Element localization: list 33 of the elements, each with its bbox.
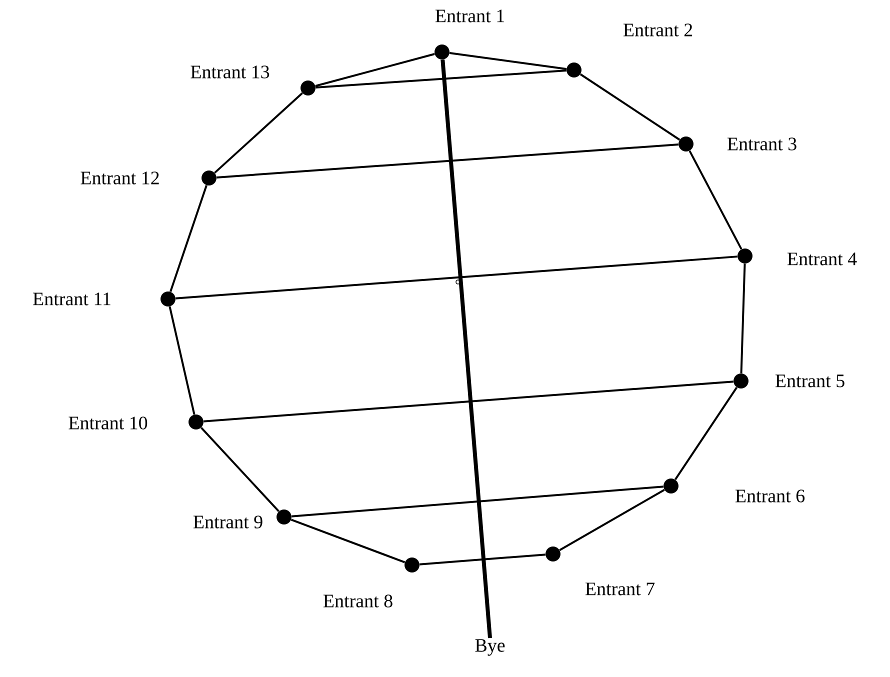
entrant-label: Entrant 3 — [727, 138, 796, 150]
line — [214, 92, 303, 174]
line — [440, 60, 492, 638]
line — [168, 306, 196, 415]
line — [559, 488, 665, 552]
line — [176, 256, 738, 300]
entrant-label: Entrant 12 — [80, 172, 159, 184]
line — [216, 144, 678, 178]
line — [315, 53, 435, 87]
entrant-label: Entrant 2 — [623, 24, 692, 36]
line — [204, 380, 734, 422]
line — [688, 150, 742, 250]
entrant-label: Entrant 1 — [435, 10, 504, 22]
entrant-label: Entrant 5 — [775, 374, 844, 388]
entrant-label: Entrant 13 — [190, 66, 270, 78]
line — [316, 70, 566, 88]
entrant-label: Entrant 10 — [68, 416, 148, 430]
entrant-label: Entrant 6 — [735, 490, 805, 502]
entrant-label: Entrant 9 — [193, 516, 262, 528]
entrant-label: Entrant 11 — [33, 292, 110, 306]
entrant-label: Entrant 4 — [787, 252, 857, 266]
line — [292, 486, 664, 518]
line — [450, 52, 567, 70]
bye-label: Bye — [475, 639, 505, 656]
line — [580, 73, 680, 141]
entrant-label: Entrant 7 — [585, 582, 655, 596]
line — [420, 554, 546, 566]
line — [674, 386, 738, 480]
line — [200, 426, 280, 512]
line — [290, 518, 406, 564]
line — [170, 184, 208, 292]
line — [740, 264, 746, 374]
entrant-label: Entrant 8 — [323, 594, 392, 608]
